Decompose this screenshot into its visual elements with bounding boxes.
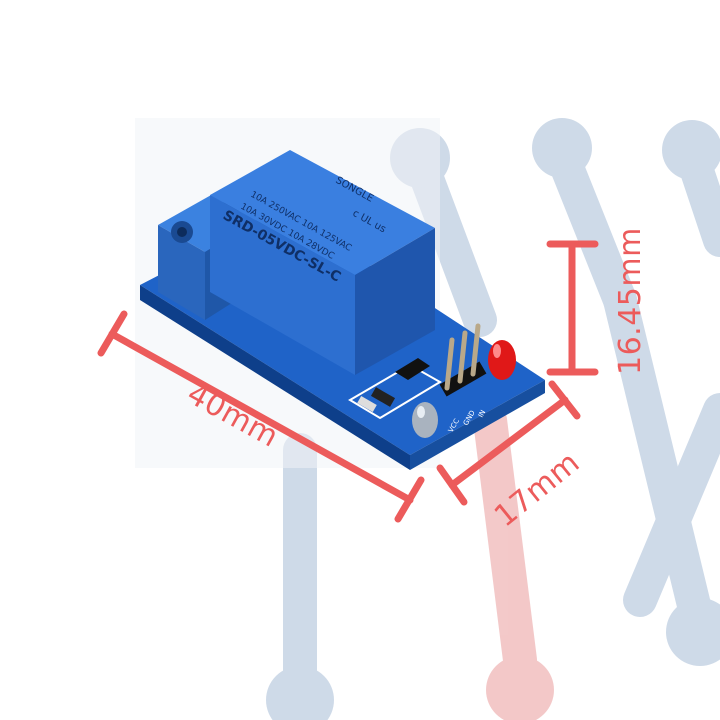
power-led (412, 402, 438, 438)
dimension-lines (97, 240, 599, 523)
pcb-components (348, 340, 516, 438)
pin-label-in: IN (477, 409, 488, 419)
relay-module: SONGLE 10A 250VAC 10A 125VAC 10A 30VDC 1… (140, 150, 545, 470)
height-dimension-label: 16.45mm (613, 227, 648, 375)
status-led (488, 340, 516, 380)
